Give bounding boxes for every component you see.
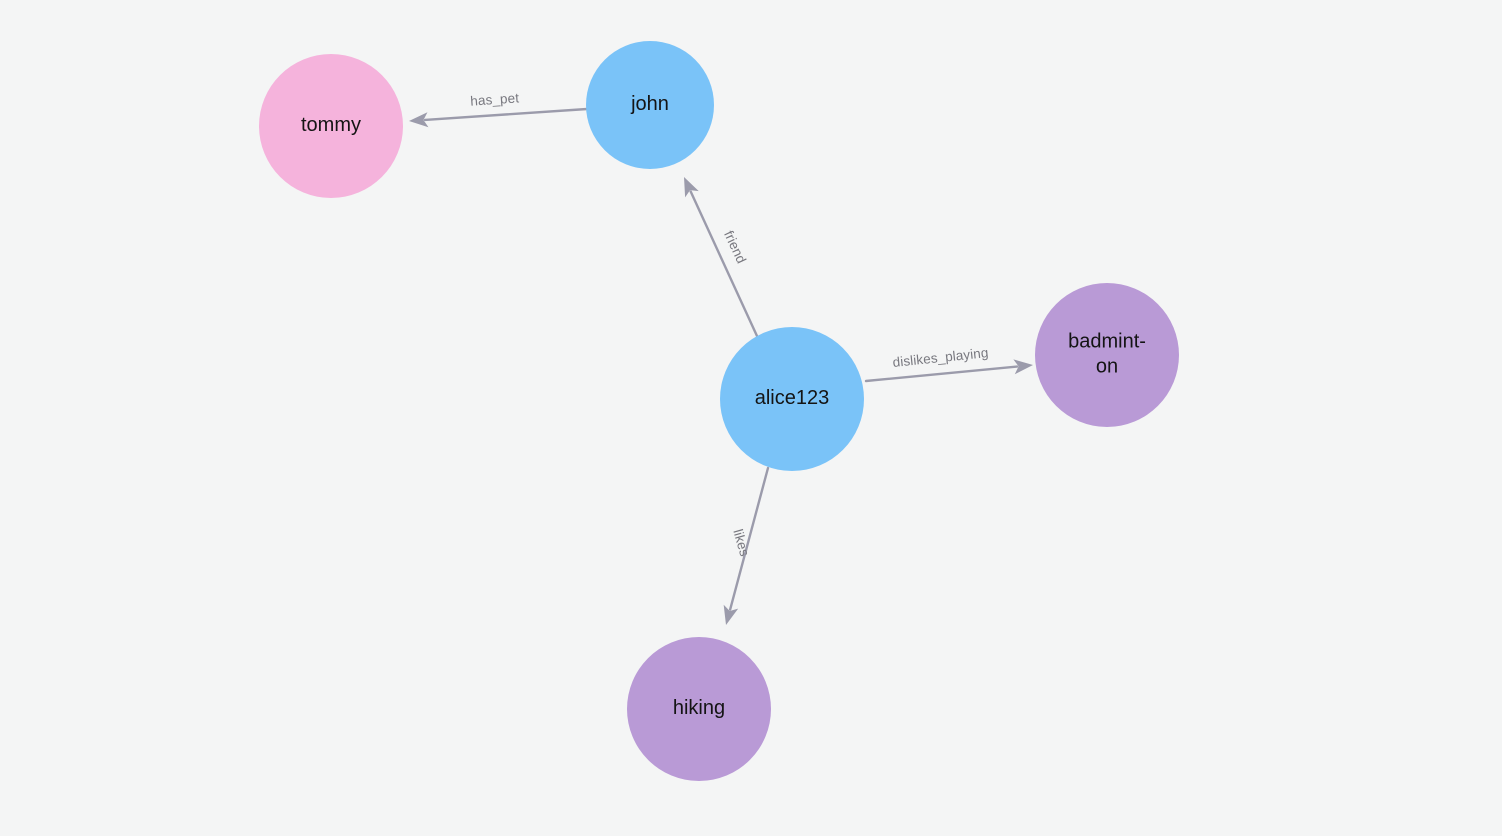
edge-line <box>728 466 770 611</box>
node-label: john <box>630 93 669 115</box>
graph-node-hiking[interactable]: hiking <box>627 637 771 781</box>
node-circle[interactable] <box>720 327 864 471</box>
edge-line <box>689 190 759 338</box>
node-circle[interactable] <box>259 54 403 198</box>
edge-arrowhead-icon <box>409 112 429 128</box>
edge-line <box>423 107 589 122</box>
edge-label: dislikes_playing <box>892 345 989 370</box>
graph-edge[interactable]: has_pet <box>409 90 589 128</box>
graph-node-tommy[interactable]: tommy <box>259 54 403 198</box>
graph-edge[interactable]: friend <box>684 177 759 338</box>
graph-edge[interactable]: dislikes_playing <box>864 345 1033 383</box>
node-circle[interactable] <box>586 41 714 169</box>
edge-line <box>864 365 1019 383</box>
node-circle[interactable] <box>627 637 771 781</box>
node-label: badmint-on <box>1068 331 1146 378</box>
edge-arrowhead-icon <box>1013 359 1033 375</box>
graph-node-john[interactable]: john <box>586 41 714 169</box>
graph-node-alice123[interactable]: alice123 <box>720 327 864 471</box>
node-label: hiking <box>673 697 725 719</box>
nodes-layer: tommy john alice123 badmint-on hiking <box>259 41 1179 781</box>
node-circle[interactable] <box>1035 283 1179 427</box>
graph-edge[interactable]: likes <box>723 466 770 625</box>
node-label: tommy <box>301 114 361 136</box>
edge-label: likes <box>730 527 752 558</box>
edge-arrowhead-icon <box>684 177 699 198</box>
edge-arrowhead-icon <box>723 604 739 625</box>
node-label: alice123 <box>755 387 830 409</box>
edge-label: friend <box>721 228 749 265</box>
graph-node-badminton[interactable]: badmint-on <box>1035 283 1179 427</box>
edge-label: has_pet <box>470 90 520 108</box>
